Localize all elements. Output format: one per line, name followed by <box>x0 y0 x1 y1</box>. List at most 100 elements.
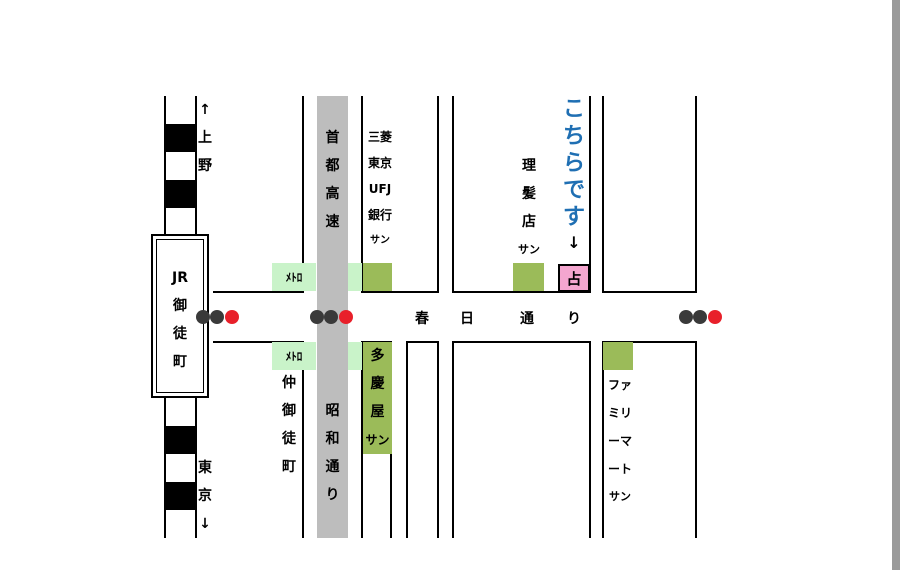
destination-text-char: こ <box>562 97 585 122</box>
station-name-char: JR <box>172 270 188 286</box>
block-edge <box>406 341 408 538</box>
showa-dori-label: 昭 和 通 り <box>317 397 348 509</box>
block-edge <box>361 96 363 293</box>
expressway-label-char: 速 <box>325 214 340 230</box>
kasuga-dori-char: 日 <box>460 311 474 327</box>
scrollbar[interactable] <box>892 0 900 570</box>
rail-segment <box>166 426 196 454</box>
takeiya-label: 多 慶 屋 サン <box>363 342 392 454</box>
traffic-light-icon <box>679 310 725 324</box>
kasuga-road-edge-top <box>361 291 439 293</box>
mufg-bank-text: 銀行 <box>367 208 392 222</box>
station-name-char: 町 <box>173 354 187 370</box>
mufg-bank-text: 三菱 <box>367 130 392 144</box>
block-edge <box>589 96 591 293</box>
showa-dori-char: 和 <box>325 431 340 447</box>
destination-text-char: ち <box>562 124 585 149</box>
metro-entrance-top <box>348 263 362 291</box>
kasuga-dori-char: り <box>567 311 581 327</box>
direction-south-arrow: ↓ <box>199 516 211 532</box>
destination-text-char: で <box>562 178 585 203</box>
metro-entrance-bottom <box>348 342 362 370</box>
traffic-light-dark <box>679 310 693 324</box>
naka-okachimachi-char: 仲 <box>282 375 296 391</box>
showa-dori-char: 昭 <box>325 403 340 419</box>
traffic-light-icon <box>310 310 356 324</box>
traffic-light-dark <box>196 310 210 324</box>
naka-okachimachi-label: 仲 御 徒 町 <box>276 369 302 481</box>
takeiya-char: 屋 <box>370 404 385 420</box>
expressway-label-char: 都 <box>325 158 340 174</box>
block-edge <box>302 341 304 538</box>
kasuga-road-edge-top <box>602 291 697 293</box>
barber-marker <box>513 263 544 291</box>
block-edge <box>437 341 439 538</box>
block-edge <box>695 341 697 538</box>
showa-dori-char: り <box>325 487 340 503</box>
traffic-light-dark <box>693 310 707 324</box>
familymart-text: サン <box>609 490 631 503</box>
traffic-light-red <box>225 310 239 324</box>
familymart-marker <box>603 342 633 370</box>
station-name-char: 徒 <box>173 326 187 342</box>
expressway-label-char: 高 <box>325 186 340 202</box>
mufg-bank-text: 東京 <box>367 156 392 170</box>
mufg-bank-text: UFJ <box>368 182 392 196</box>
rail-segment <box>166 180 196 208</box>
kasuga-dori-char: 通 <box>520 311 534 327</box>
block-edge <box>602 341 604 538</box>
block-edge <box>695 96 697 293</box>
naka-okachimachi-char: 御 <box>282 403 296 419</box>
expressway-label-char: 首 <box>325 130 340 146</box>
barber-char: 店 <box>522 214 536 230</box>
rail-segment <box>166 124 196 152</box>
destination-arrow-icon: ↓ <box>567 233 581 252</box>
direction-north-char: 上 <box>198 130 212 146</box>
barber-char: 髪 <box>522 186 536 202</box>
direction-south-char: 東 <box>198 460 212 476</box>
takeiya-char: サン <box>365 433 390 447</box>
kasuga-road-edge-bottom <box>213 341 304 343</box>
destination-callout: こ ち ら で す ↓ <box>560 96 588 255</box>
block-edge <box>437 96 439 293</box>
barber-char: 理 <box>522 158 536 174</box>
metro-entrance-bottom-label: ﾒﾄﾛ <box>272 342 316 370</box>
direction-south: 東 京 ↓ <box>196 454 214 538</box>
mufg-bank-text: サン <box>370 235 390 246</box>
traffic-light-red <box>339 310 353 324</box>
kasuga-road-edge-bottom <box>602 341 697 343</box>
block-edge <box>361 341 363 538</box>
metro-entrance-top-label: ﾒﾄﾛ <box>272 263 316 291</box>
destination-marker[interactable]: 占 <box>558 264 590 292</box>
destination-text-char: す <box>562 205 585 230</box>
familymart-text: ファ <box>607 378 632 392</box>
traffic-light-dark <box>210 310 224 324</box>
traffic-light-red <box>708 310 722 324</box>
block-edge <box>602 96 604 293</box>
traffic-light-icon <box>196 310 242 324</box>
expressway-label: 首 都 高 速 <box>317 124 348 236</box>
traffic-light-dark <box>310 310 324 324</box>
familymart-text: ーマ <box>607 434 632 448</box>
familymart-text: ート <box>607 462 632 476</box>
takeiya-char: 慶 <box>370 376 385 392</box>
familymart-label: ファ ミリ ーマ ート サン <box>603 371 637 511</box>
showa-dori-char: 通 <box>325 459 340 475</box>
familymart-text: ミリ <box>607 406 632 420</box>
block-edge <box>589 341 591 538</box>
kasuga-road-edge-top <box>213 291 304 293</box>
kasuga-road-edge-bottom <box>452 341 591 343</box>
block-edge <box>452 96 454 293</box>
direction-north: ↑ 上 野 <box>196 96 214 180</box>
block-edge <box>302 96 304 293</box>
block-edge <box>452 341 454 538</box>
direction-north-char: 野 <box>198 158 212 174</box>
barber-label: 理 髪 店 サン <box>514 152 544 264</box>
naka-okachimachi-char: 町 <box>282 459 296 475</box>
station-name-char: 御 <box>173 298 187 314</box>
direction-south-char: 京 <box>198 488 212 504</box>
mufg-bank-label: 三菱 東京 UFJ 銀行 サン <box>362 124 398 254</box>
direction-north-arrow: ↑ <box>199 102 211 118</box>
station-name: JR 御 徒 町 <box>153 264 207 376</box>
traffic-light-dark <box>324 310 338 324</box>
